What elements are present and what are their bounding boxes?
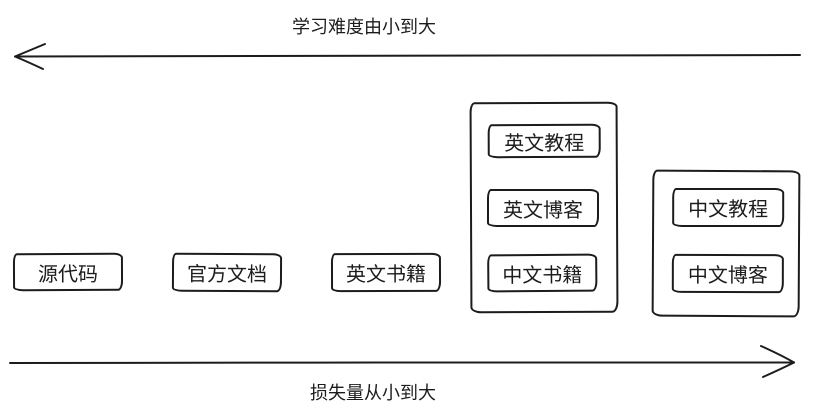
box-chinese-books-label: 中文书籍 [502, 264, 583, 287]
box-english-books-label: 英文书籍 [345, 263, 427, 287]
box-source-code-label: 源代码 [37, 263, 99, 286]
left-arrow-icon [14, 43, 801, 70]
group-box-2: 中文教程 中文博客 [651, 169, 801, 318]
box-official-docs-label: 官方文档 [186, 263, 268, 287]
box-source-code: 源代码 [12, 252, 124, 292]
box-english-tutorials: 英文教程 [487, 123, 601, 159]
box-chinese-tutorials: 中文教程 [672, 187, 785, 228]
box-chinese-blogs: 中文博客 [671, 253, 784, 294]
box-english-blogs-label: 英文博客 [502, 199, 584, 222]
box-chinese-books: 中文书籍 [487, 253, 598, 293]
right-arrow-icon [9, 345, 795, 378]
box-chinese-tutorials-label: 中文教程 [688, 198, 769, 222]
box-chinese-blogs-label: 中文博客 [687, 264, 768, 288]
box-english-tutorials-label: 英文教程 [504, 132, 585, 155]
box-english-books: 英文书籍 [330, 252, 442, 293]
bottom-axis-label: 损失量从小到大 [310, 383, 436, 403]
box-english-blogs: 英文博客 [486, 188, 600, 228]
group-box-1: 英文教程 英文博客 中文书籍 [469, 101, 619, 314]
box-official-docs: 官方文档 [171, 252, 283, 293]
top-axis-label: 学习难度由小到大 [292, 17, 436, 37]
